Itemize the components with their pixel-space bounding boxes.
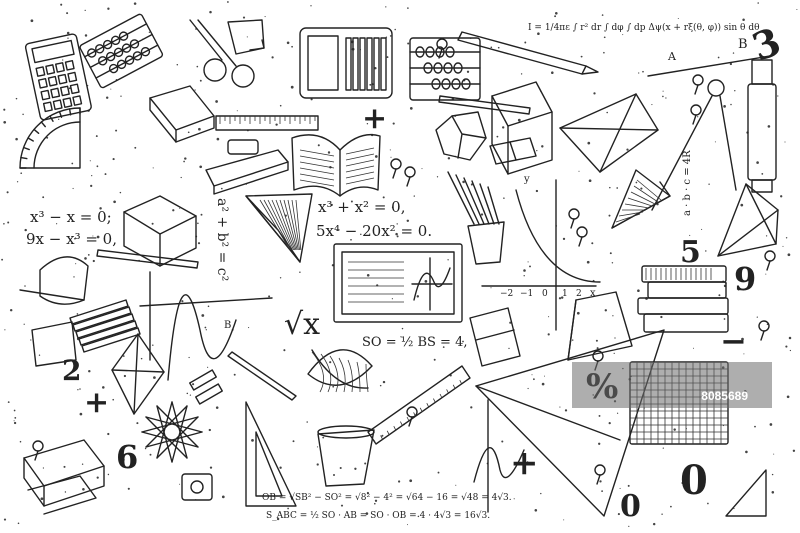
triangle-ruler-icon bbox=[245, 401, 297, 507]
letter-b: B bbox=[738, 37, 748, 52]
ob-formula: OB = √SB² − SO² = √8² − 4² = √64 − 16 = … bbox=[262, 492, 512, 503]
eraser-icon bbox=[469, 307, 521, 367]
pythagoras-formula: a² + b² = c² bbox=[214, 198, 230, 281]
watermark-badge: 8085689 bbox=[572, 362, 772, 408]
compass-icon bbox=[651, 79, 737, 211]
star-polygon-icon bbox=[141, 401, 203, 463]
protractor-icon bbox=[19, 107, 81, 169]
triangle-ruler-icon bbox=[725, 469, 767, 517]
tick-label: −1 bbox=[520, 289, 533, 299]
equals-sign bbox=[189, 369, 223, 405]
number-five: 5 bbox=[680, 235, 701, 270]
pencil-case-icon bbox=[299, 27, 393, 99]
pushpin-icon bbox=[32, 38, 776, 485]
ruler-icon bbox=[367, 365, 471, 445]
function-graph bbox=[473, 399, 525, 513]
plus-sign: + bbox=[510, 443, 539, 483]
integral-formula: I = 1/4πε ∫ r² dr ∫ dφ ∫ dp Δψ(x + rξ(θ,… bbox=[528, 22, 760, 33]
sticky-note-icon bbox=[227, 19, 265, 55]
tick-label: 2 bbox=[576, 289, 582, 299]
pyramid-icon bbox=[245, 193, 313, 263]
ruler-icon bbox=[215, 115, 319, 131]
frustum-icon bbox=[567, 291, 633, 361]
number-two: 2 bbox=[62, 354, 81, 387]
cube-icon bbox=[123, 195, 197, 267]
plus-sign: + bbox=[84, 385, 109, 420]
book-icon bbox=[291, 133, 381, 197]
function-graph: −2 −1 0 1 2 x y bbox=[481, 174, 601, 331]
octahedron-icon bbox=[111, 333, 165, 415]
tick-label: −2 bbox=[500, 289, 513, 299]
desk-lamp-icon bbox=[19, 256, 89, 305]
pyramid-icon bbox=[717, 183, 779, 257]
cubic-formula-2: 9x − x³ = 0, bbox=[26, 230, 117, 248]
books-stack-icon bbox=[637, 265, 729, 333]
tick-label: 0 bbox=[542, 289, 548, 299]
cube-icon bbox=[491, 81, 553, 175]
cubic-formula-3: x³ + x² = 0, bbox=[318, 198, 405, 216]
books-stack-icon bbox=[149, 85, 215, 143]
abacus-icon bbox=[79, 13, 164, 89]
plus-sign: + bbox=[362, 101, 387, 136]
sqrt-formula: √x bbox=[284, 307, 320, 342]
letter-b: B bbox=[224, 320, 231, 331]
polyhedron-icon bbox=[435, 111, 487, 161]
pencil-icon bbox=[69, 299, 141, 353]
so-bs-formula: SO = ½ BS = 4, bbox=[362, 335, 467, 350]
function-graph: B bbox=[139, 271, 273, 381]
abacus-icon bbox=[409, 37, 481, 101]
number-zero: 0 bbox=[680, 457, 708, 504]
sticky-note-icon bbox=[31, 321, 77, 367]
stapler-icon bbox=[205, 139, 289, 195]
triangle-shape bbox=[475, 329, 665, 517]
area-formula: S_ABC = ½ SO · AB = SO · OB = 4 · 4√3 = … bbox=[266, 510, 490, 521]
octahedron-icon bbox=[611, 169, 671, 229]
marker-icon bbox=[747, 59, 777, 193]
pencil-cup-icon bbox=[447, 171, 505, 265]
blackboard-icon bbox=[333, 243, 463, 323]
watermark-text: 8085689 bbox=[701, 389, 748, 403]
pencil-icon bbox=[438, 95, 531, 115]
abc-formula: a · b · c = 4R bbox=[682, 150, 693, 216]
minus-sign: − bbox=[720, 322, 747, 360]
cubic-formula-4: 5x⁴ − 20x² = 0. bbox=[316, 222, 432, 240]
scissors-icon bbox=[189, 19, 255, 88]
cubic-formula-1: x³ − x = 0; bbox=[30, 208, 112, 226]
pen-icon bbox=[227, 351, 297, 401]
saddle-surface-icon bbox=[307, 349, 373, 393]
sharpener-icon bbox=[181, 473, 213, 501]
axis-x-label: x bbox=[590, 288, 596, 299]
pencil-icon bbox=[457, 31, 599, 75]
calculator-icon bbox=[24, 33, 92, 121]
number-zero: 0 bbox=[620, 489, 641, 524]
letter-a: A bbox=[667, 50, 677, 63]
tick-label: 1 bbox=[562, 289, 568, 299]
number-nine: 9 bbox=[734, 260, 756, 298]
books-stack-icon bbox=[23, 439, 105, 515]
eraser-icon bbox=[489, 137, 537, 165]
axis-y-label: y bbox=[523, 174, 530, 185]
number-six: 6 bbox=[116, 438, 138, 476]
pencil-icon bbox=[96, 249, 199, 269]
cup-icon bbox=[317, 425, 375, 487]
kite-shape-icon bbox=[559, 93, 659, 173]
